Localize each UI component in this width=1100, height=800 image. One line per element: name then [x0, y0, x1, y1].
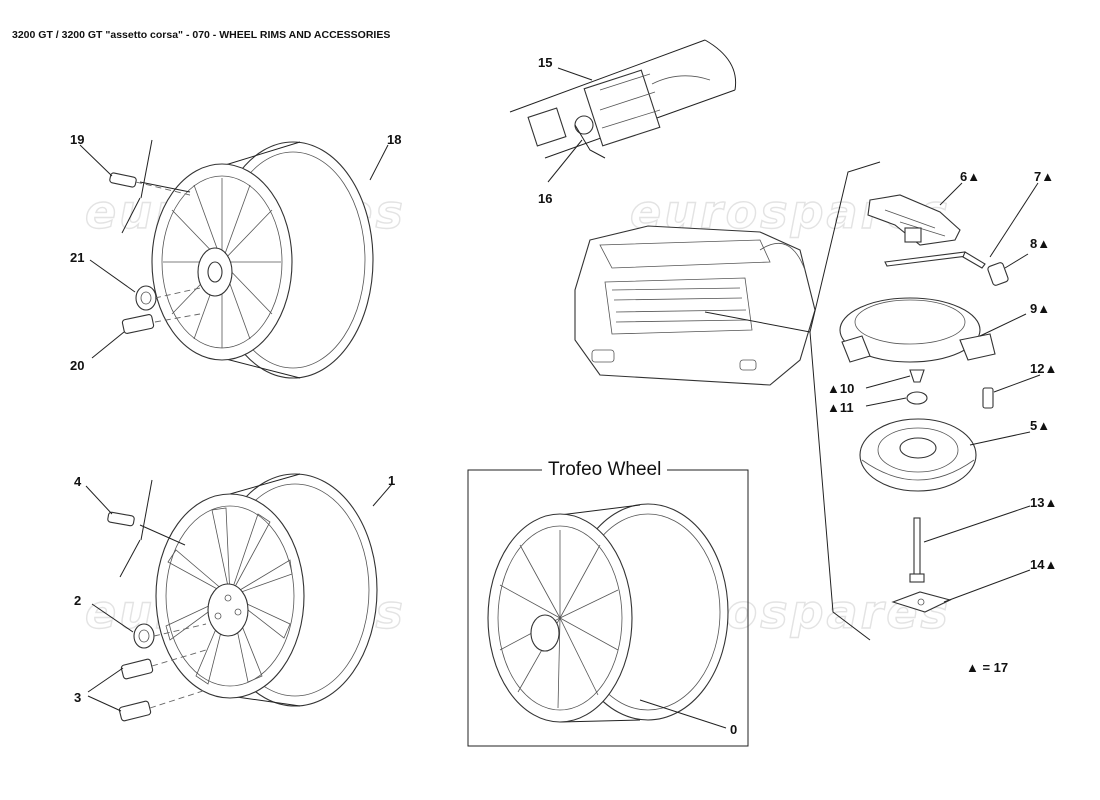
- callout-7: 7▲: [1034, 169, 1054, 184]
- car-trunk: [574, 225, 816, 386]
- callout-1: 1: [388, 473, 395, 488]
- callout-21: 21: [70, 250, 84, 265]
- callout-15: 15: [538, 55, 552, 70]
- callout-6: 6▲: [960, 169, 980, 184]
- part-11: [906, 391, 928, 405]
- part-10: [909, 369, 925, 383]
- callout-16: 16: [538, 191, 552, 206]
- diagram-title: 3200 GT / 3200 GT "assetto corsa" - 070 …: [12, 29, 391, 41]
- bolt-13: [909, 517, 925, 583]
- adapter-8: [987, 262, 1009, 286]
- wheel-bolt-20: [121, 314, 155, 334]
- callout-13: 13▲: [1030, 495, 1057, 510]
- callout-12: 12▲: [1030, 361, 1057, 376]
- spare-support-9: [839, 297, 996, 363]
- repair-kit-15: [509, 39, 737, 159]
- callout-10: ▲10: [827, 381, 854, 396]
- callout-18: 18: [387, 132, 401, 147]
- legend-note: ▲ = 17: [966, 660, 1008, 675]
- callout-9: 9▲: [1030, 301, 1050, 316]
- valve-19: [109, 172, 137, 188]
- callout-4: 4: [74, 474, 82, 489]
- valve-12: [982, 387, 994, 409]
- callout-5: 5▲: [1030, 418, 1050, 433]
- wheel-cap-2: [133, 623, 155, 649]
- wheel-bolts-3: [118, 658, 154, 722]
- callout-14: 14▲: [1030, 557, 1057, 572]
- callout-2: 2: [74, 593, 81, 608]
- wheel-rim-1: [155, 473, 378, 707]
- valve-tool-16: [574, 124, 606, 159]
- callout-19: 19: [70, 132, 84, 147]
- valve-4: [107, 511, 135, 527]
- callouts: 19 18 21 20 4 1 2 3 15 16 6▲ 7▲ 8▲ 9▲ ▲1…: [70, 55, 1057, 737]
- trofeo-wheel: [487, 503, 729, 723]
- callout-20: 20: [70, 358, 84, 373]
- wrench-7: [884, 251, 986, 269]
- wheel-cap-21: [135, 285, 157, 311]
- callout-3: 3: [74, 690, 81, 705]
- jack-6: [867, 194, 961, 246]
- leader-lines: [79, 67, 1041, 712]
- callout-11: ▲11: [827, 400, 854, 415]
- callout-0: 0: [730, 722, 737, 737]
- callout-8: 8▲: [1030, 236, 1050, 251]
- wheel-rim-18: [151, 141, 374, 379]
- spare-wheel-5: [859, 418, 977, 492]
- trofeo-title: Trofeo Wheel: [542, 459, 668, 481]
